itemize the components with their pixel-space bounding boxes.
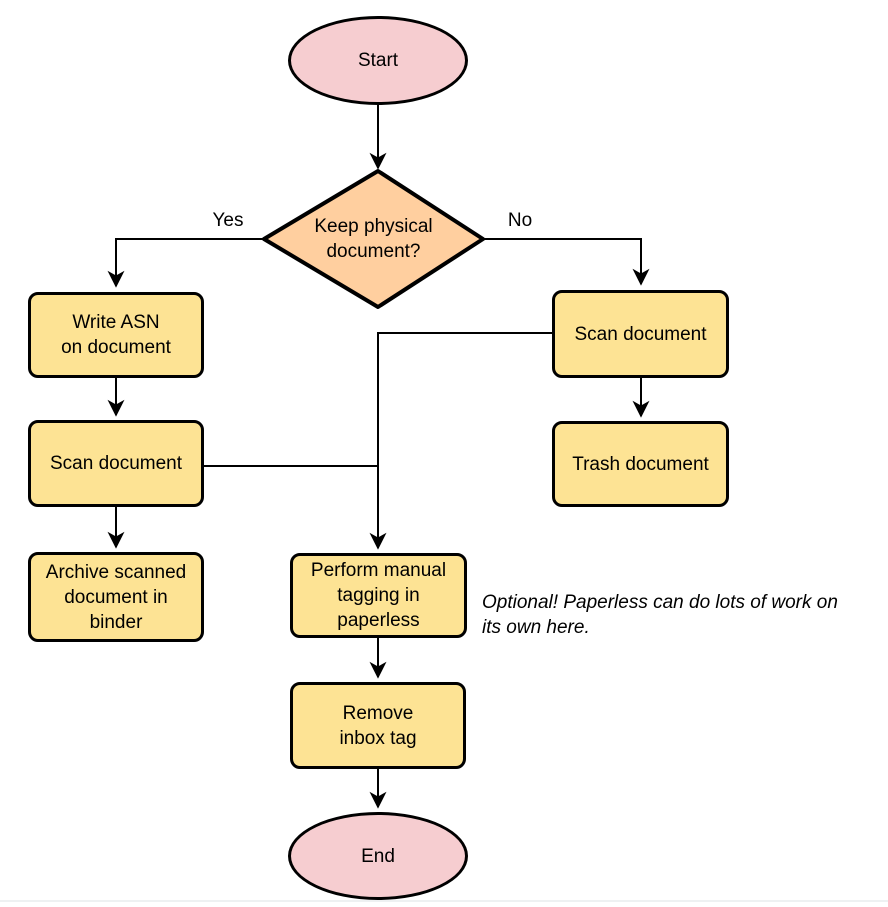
process-scan-document-left: Scan document [28,420,204,507]
process-perform-manual-tagging: Perform manual tagging in paperless [290,553,467,638]
edge-scan-right-to-tagging [369,332,552,550]
process-label: Archive scanned document in binder [45,561,187,633]
end-node-label: End [361,845,395,867]
edge-decision-no-to-scan-right [483,238,650,286]
process-label: Write ASN on document [61,312,171,358]
start-node-label: Start [357,50,399,71]
process-label: Scan document [574,323,707,345]
edge-label-yes: Yes [212,210,244,231]
bottom-divider [0,900,888,902]
process-trash-document: Trash document [552,421,729,507]
decision-label: Keep physical document? [314,216,433,262]
process-label: Perform manual tagging in paperless [310,560,447,631]
process-remove-inbox-tag: Remove inbox tag [290,682,466,769]
process-scan-document-right: Scan document [552,290,729,378]
process-archive-scanned-document: Archive scanned document in binder [28,552,204,642]
process-write-asn-on-document: Write ASN on document [28,292,204,378]
process-label: Trash document [572,453,709,475]
decision-diamond-shape [262,169,485,309]
process-label: Remove inbox tag [339,702,417,749]
start-node: Start [288,16,468,105]
process-label: Scan document [49,453,183,474]
decision-keep-physical-document: Keep physical document? [264,172,483,306]
edge-decision-yes-to-write-asn [107,238,264,288]
end-node: End [288,812,468,900]
edge-label-no: No [507,210,533,231]
annotation-optional-paperless: Optional! Paperless can do lots of work … [482,592,838,638]
